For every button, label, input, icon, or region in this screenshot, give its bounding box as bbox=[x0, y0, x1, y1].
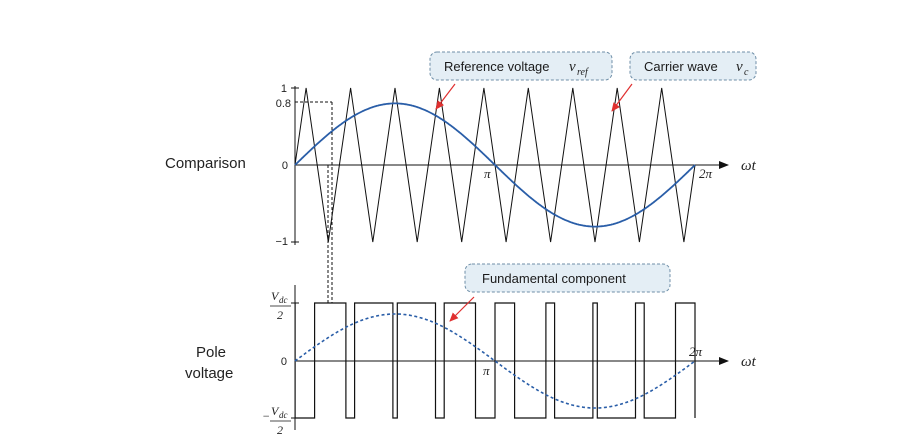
top-2pi-label: 2π bbox=[699, 166, 713, 181]
tick-label-minus1: −1 bbox=[275, 236, 288, 248]
svg-text:dc: dc bbox=[279, 295, 288, 305]
carrier-callout-arrow bbox=[611, 83, 633, 112]
comparison-label: Comparison bbox=[165, 155, 246, 172]
tick-label-0.8: 0.8 bbox=[276, 98, 291, 110]
svg-text:Fundamental component: Fundamental component bbox=[482, 271, 626, 286]
fundamental-component-line bbox=[294, 313, 696, 409]
svg-text:Reference voltage: Reference voltage bbox=[444, 59, 550, 74]
reference-voltage-callout: Reference voltage v ref bbox=[429, 51, 613, 110]
fundamental-component-callout: Fundamental component bbox=[449, 263, 671, 322]
tick-label-1: 1 bbox=[281, 83, 287, 95]
vdc-half-label: V dc 2 bbox=[270, 289, 291, 322]
pole-voltage-plot: V dc 2 − V dc 2 0 ωt π 2π bbox=[262, 285, 757, 437]
reference-voltage-line bbox=[294, 102, 696, 228]
pole-label-line2: voltage bbox=[185, 365, 233, 382]
svg-text:c: c bbox=[744, 67, 749, 78]
bottom-x-axis-label: ωt bbox=[741, 354, 757, 370]
svg-text:2: 2 bbox=[277, 423, 283, 437]
top-x-axis-label: ωt bbox=[741, 158, 757, 174]
bottom-pi-label: π bbox=[483, 363, 490, 378]
pole-label-line1: Pole bbox=[196, 344, 226, 361]
carrier-wave-callout: Carrier wave v c bbox=[611, 51, 757, 112]
comparison-plot: 1 0.8 0 −1 ωt π 2π bbox=[275, 83, 756, 248]
svg-text:ref: ref bbox=[577, 67, 589, 78]
reference-callout-arrow bbox=[435, 83, 456, 110]
svg-text:v: v bbox=[569, 59, 576, 75]
bottom-2pi-label: 2π bbox=[689, 344, 703, 359]
svg-text:V: V bbox=[271, 404, 280, 418]
top-pi-label: π bbox=[484, 166, 491, 181]
tick-label-0: 0 bbox=[282, 160, 288, 172]
svg-text:V: V bbox=[271, 289, 280, 303]
minus-vdc-half-label: − V dc 2 bbox=[262, 404, 291, 437]
svg-text:Carrier wave: Carrier wave bbox=[644, 59, 718, 74]
svg-text:−: − bbox=[262, 409, 270, 423]
svg-text:v: v bbox=[736, 59, 743, 75]
svg-text:dc: dc bbox=[279, 410, 288, 420]
pole-voltage-pulse-train bbox=[294, 302, 696, 419]
fundamental-callout-arrow bbox=[449, 296, 475, 322]
svg-text:2: 2 bbox=[277, 308, 283, 322]
bottom-zero-label: 0 bbox=[281, 356, 287, 368]
